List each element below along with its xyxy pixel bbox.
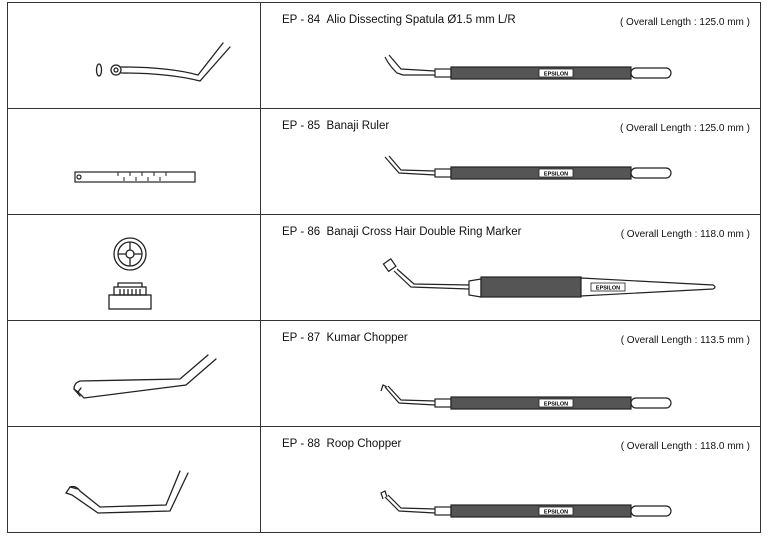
- brand-label-box: [538, 398, 574, 408]
- instrument-drawing: EPSILON: [382, 258, 716, 298]
- ring-marker-tip-detail: [108, 237, 152, 310]
- product-row: EP - 84 Alio Dissecting Spatula Ø1.5 mm …: [7, 3, 761, 109]
- column-divider: [260, 3, 261, 108]
- overall-length: ( Overall Length : 118.0 mm ): [620, 229, 750, 240]
- brand-label-box: [538, 506, 574, 516]
- column-divider: [260, 427, 261, 532]
- ruler-tip-detail: [74, 171, 196, 183]
- product-code: EP - 85: [282, 120, 321, 132]
- product-name: Alio Dissecting Spatula Ø1.5 mm L/R: [326, 14, 516, 26]
- product-title: EP - 88 Roop Chopper: [282, 438, 401, 450]
- product-name: Banaji Ruler: [326, 120, 390, 132]
- overall-length: ( Overall Length : 118.0 mm ): [620, 441, 750, 452]
- product-code: EP - 88: [282, 438, 321, 450]
- brand-label: EPSILON: [544, 402, 568, 408]
- product-code: EP - 84: [282, 14, 321, 26]
- brand-label: EPSILON: [544, 510, 568, 516]
- brand-label: EPSILON: [544, 172, 568, 178]
- product-name: Roop Chopper: [326, 438, 402, 450]
- overall-length: ( Overall Length : 125.0 mm ): [619, 17, 750, 28]
- instrument-drawing: EPSILON: [380, 490, 672, 518]
- instrument-drawing: EPSILON: [384, 155, 672, 180]
- overall-length: ( Overall Length : 125.0 mm ): [619, 123, 750, 134]
- brand-label-box: [538, 68, 574, 78]
- product-row: EP - 88 Roop Chopper ( Overall Length : …: [7, 427, 761, 533]
- brand-label-box: [538, 168, 574, 178]
- product-row: EP - 86 Banaji Cross Hair Double Ring Ma…: [7, 215, 761, 321]
- brand-label: EPSILON: [544, 72, 568, 78]
- product-name: Kumar Chopper: [326, 332, 408, 344]
- product-name: Banaji Cross Hair Double Ring Marker: [326, 226, 522, 238]
- column-divider: [260, 321, 261, 426]
- column-divider: [260, 215, 261, 320]
- product-title: EP - 84 Alio Dissecting Spatula Ø1.5 mm …: [282, 14, 516, 26]
- product-title: EP - 87 Kumar Chopper: [282, 332, 408, 344]
- spatula-tip-detail: [95, 42, 231, 82]
- instrument-drawing: EPSILON: [384, 54, 672, 80]
- product-row: EP - 87 Kumar Chopper ( Overall Length :…: [7, 321, 761, 427]
- overall-length: ( Overall Length : 113.5 mm ): [620, 335, 750, 346]
- product-title: EP - 85 Banaji Ruler: [282, 120, 389, 132]
- instrument-drawing: EPSILON: [380, 384, 672, 410]
- double-bend-chopper-tip-detail: [65, 470, 189, 514]
- product-row: EP - 85 Banaji Ruler ( Overall Length : …: [7, 109, 761, 215]
- hook-chopper-tip-detail: [73, 354, 217, 399]
- instrument-catalog: EP - 84 Alio Dissecting Spatula Ø1.5 mm …: [7, 2, 761, 541]
- product-code: EP - 86: [282, 226, 321, 238]
- product-code: EP - 87: [282, 332, 321, 344]
- brand-label: EPSILON: [596, 286, 620, 292]
- product-title: EP - 86 Banaji Cross Hair Double Ring Ma…: [282, 226, 521, 238]
- brand-label-box: [590, 282, 626, 292]
- column-divider: [260, 109, 261, 214]
